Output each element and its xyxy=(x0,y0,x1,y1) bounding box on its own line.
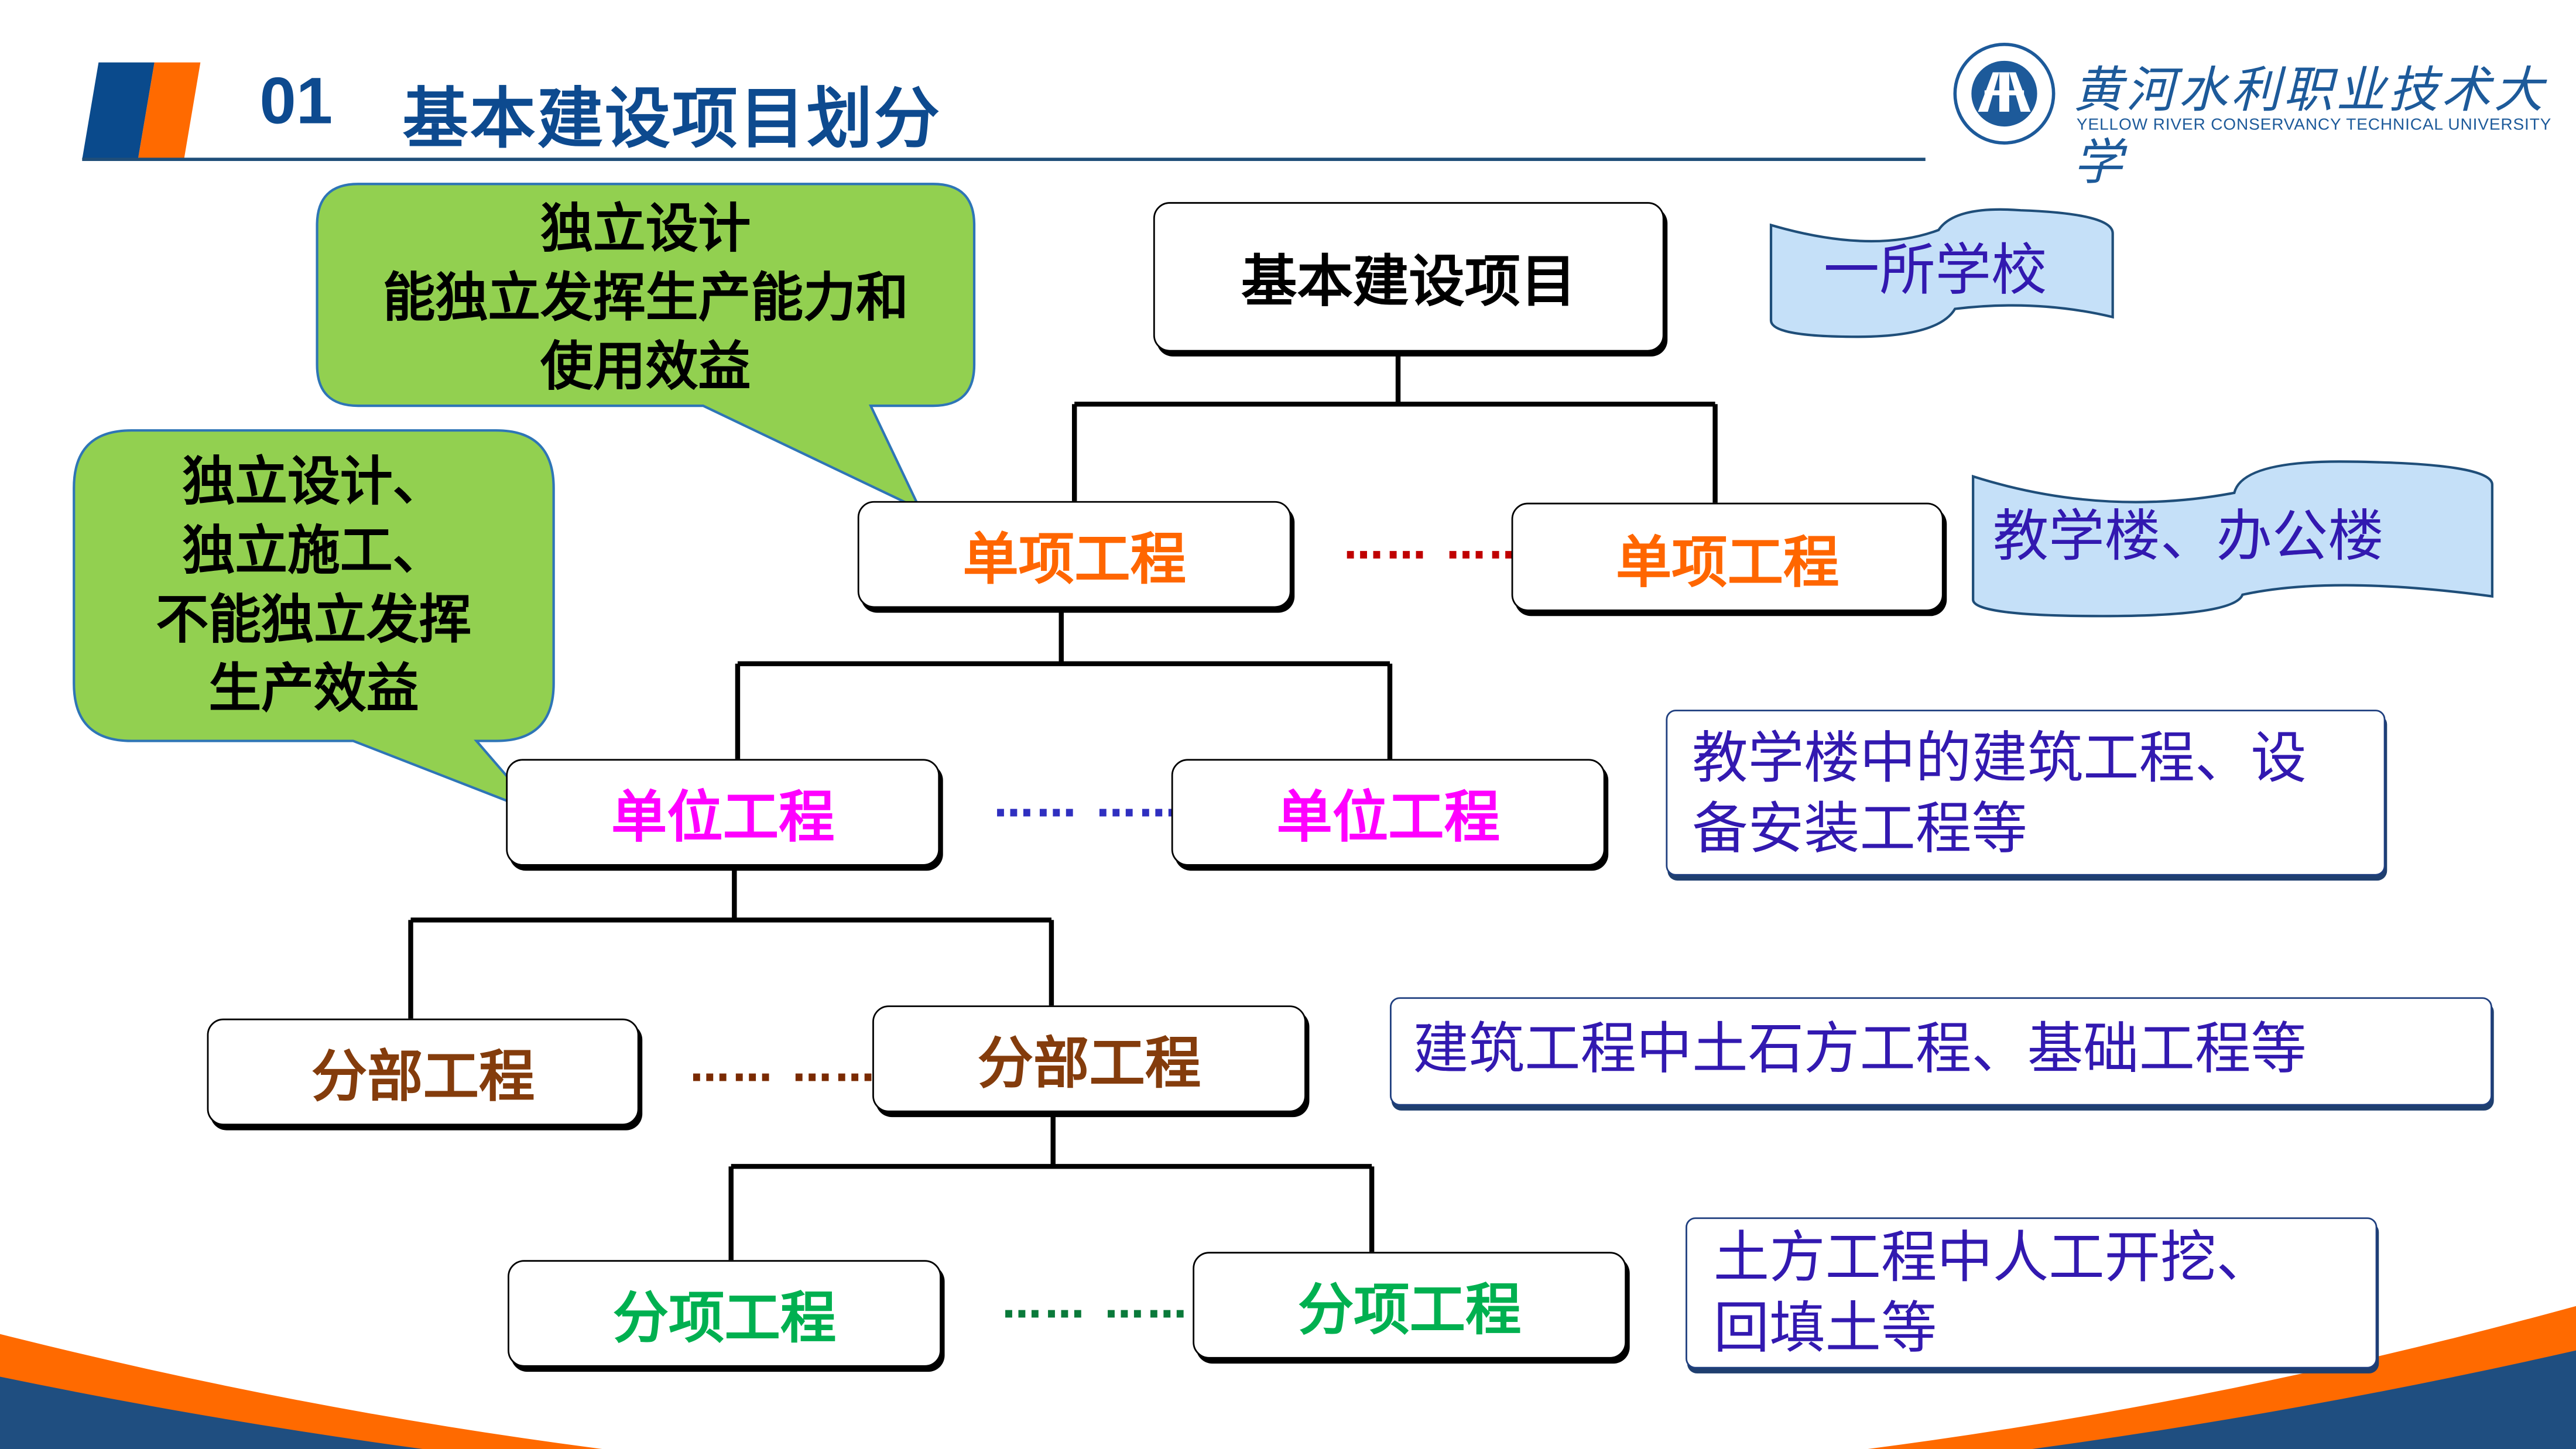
callout-1-shape xyxy=(316,183,976,512)
logo-name-cn: 黄河水利职业技术大学 xyxy=(2073,62,2547,193)
node-unit-left: 单位工程 xyxy=(506,759,940,866)
node-single-item-right: 单项工程 xyxy=(1511,502,1944,611)
callout-line: 能独立发挥生产能力和 xyxy=(382,266,909,329)
note-division-text: 建筑工程中土石方工程、基础工程等 xyxy=(1413,1016,2307,1083)
node-division-left: 分部工程 xyxy=(207,1018,639,1126)
tree-connectors xyxy=(408,351,1718,1260)
callout-line: 使用效益 xyxy=(540,335,751,398)
callout-single-item: 独立设计 能独立发挥生产能力和 使用效益 xyxy=(317,194,974,401)
ellipsis-level1: …… …… xyxy=(1344,522,1532,568)
node-division-right: 分部工程 xyxy=(872,1005,1306,1112)
callout-unit: 独立设计、 独立施工、 不能独立发挥 生产效益 xyxy=(74,447,553,722)
callout-line: 独立设计 xyxy=(540,197,751,260)
header-blue-bar xyxy=(82,62,155,160)
footer-blue-band xyxy=(0,1350,2576,1449)
logo-name-en: YELLOW RIVER CONSERVANCY TECHNICAL UNIVE… xyxy=(2076,117,2552,135)
note-line: 土方工程中人工开挖、 xyxy=(1713,1225,2272,1292)
section-number: 01 xyxy=(259,66,333,138)
node-sub-item-left: 分项工程 xyxy=(508,1260,941,1367)
note-unit-box: 教学楼中的建筑工程、设 备安装工程等 xyxy=(1666,710,2386,876)
note-school: 一所学校 xyxy=(1823,238,2047,304)
note-line: 备安装工程等 xyxy=(1692,796,2027,863)
header-orange-bar xyxy=(138,62,201,160)
wave-note-2-shape xyxy=(1972,460,2493,618)
wave-note-1-shape xyxy=(1769,208,2114,338)
node-unit-right: 单位工程 xyxy=(1171,759,1605,866)
node-root: 基本建设项目 xyxy=(1153,202,1664,352)
note-line: 回填土等 xyxy=(1713,1296,1937,1362)
note-unit-text: 教学楼中的建筑工程、设 备安装工程等 xyxy=(1692,724,2306,865)
note-sub-item-text: 土方工程中人工开挖、 回填土等 xyxy=(1714,1224,2272,1365)
ellipsis-level4: …… …… xyxy=(1002,1281,1190,1328)
callout-line: 不能独立发挥 xyxy=(156,588,472,651)
node-sub-item-right: 分项工程 xyxy=(1193,1252,1627,1359)
note-division-box: 建筑工程中土石方工程、基础工程等 xyxy=(1389,997,2492,1106)
note-line: 教学楼中的建筑工程、设 xyxy=(1692,726,2307,792)
note-buildings: 教学楼、办公楼 xyxy=(1992,504,2384,570)
page-title: 基本建设项目划分 xyxy=(402,82,941,158)
note-sub-item-box: 土方工程中人工开挖、 回填土等 xyxy=(1686,1217,2378,1369)
callout-line: 独立设计、 xyxy=(182,450,446,513)
node-single-item-left: 单项工程 xyxy=(857,501,1292,608)
callout-line: 生产效益 xyxy=(208,657,419,720)
callout-line: 独立施工、 xyxy=(182,519,446,582)
ellipsis-level3: …… …… xyxy=(690,1044,878,1091)
ellipsis-level2: …… …… xyxy=(994,780,1182,827)
logo-seal-icon xyxy=(1953,42,2056,145)
